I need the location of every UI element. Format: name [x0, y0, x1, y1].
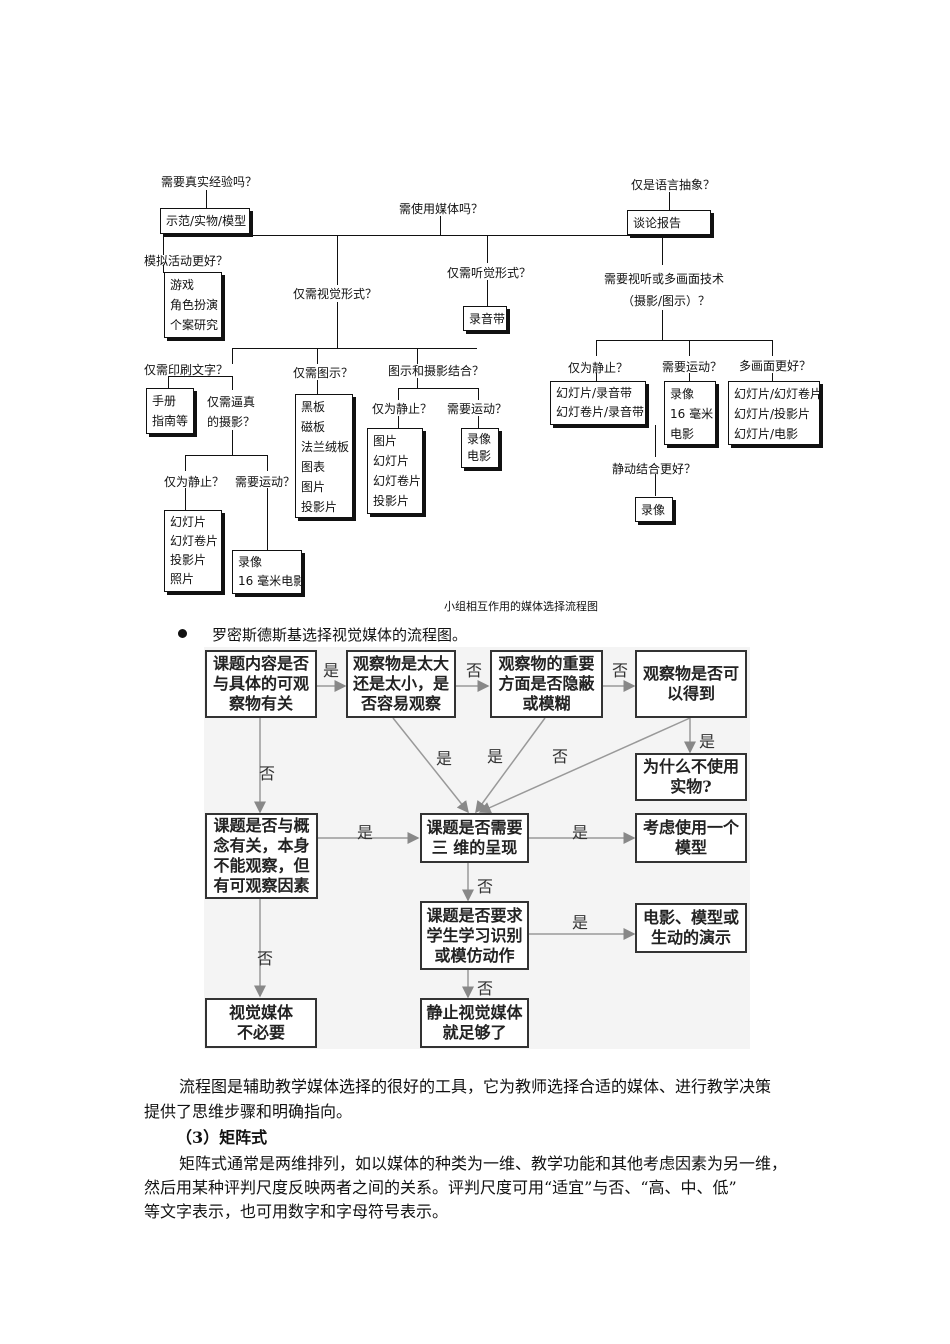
q-audiovisual: 需要视听或多画面技术 — [604, 272, 725, 286]
q-still-b: 仅为静止？ — [164, 475, 225, 489]
q-motion-c: 需要运动？ — [662, 360, 723, 374]
box-3d: 课题是否需要三 维的呈现 — [420, 813, 529, 863]
box-motion-a: 录像电影 — [461, 428, 499, 468]
q-simulation: 模拟活动更好？ — [144, 254, 229, 268]
paragraph-1-line-2: 提供了思维步骤和明确指向。 — [144, 1102, 353, 1121]
label-yes: 是 — [572, 913, 589, 932]
box-concrete: 课题内容是否与具体的可观察物有关 — [205, 650, 317, 718]
box-hidden: 观察物的重要方面是否隐蔽或模糊 — [490, 650, 603, 718]
box-demo: 示范/实物/模型 — [160, 208, 250, 234]
box-mix: 录像 — [635, 497, 673, 522]
box-still-media: 静止视觉媒体就足够了 — [420, 998, 529, 1048]
box-imitate: 课题是否要求学生学习识别或模仿动作 — [420, 901, 529, 970]
q-diagram-only: 仅需图示？ — [293, 366, 354, 380]
bullet-dot — [178, 629, 187, 638]
label-yes: 是 — [436, 749, 453, 768]
q-still-c: 仅为静止？ — [568, 361, 629, 375]
q-realistic: 仅需逼真 — [207, 395, 256, 409]
label-no: 否 — [257, 949, 274, 968]
q-realistic-2: 的摄影？ — [207, 415, 256, 429]
label-yes: 是 — [699, 732, 716, 751]
box-why-not-real: 为什么不使用实物? — [635, 753, 747, 801]
box-tape: 录音带 — [463, 306, 507, 331]
label-no: 否 — [466, 661, 483, 680]
box-simulation: 游戏角色扮演个案研究 — [164, 272, 222, 338]
section-heading: （3）矩阵式 — [176, 1128, 268, 1147]
q-language-only: 仅是语言抽象？ — [631, 178, 716, 192]
box-talk-report: 谈论报告 — [627, 210, 711, 235]
label-yes: 是 — [572, 823, 589, 842]
box-available: 观察物是否可以得到 — [635, 650, 747, 718]
label-yes: 是 — [487, 747, 504, 766]
box-no-media: 视觉媒体不必要 — [205, 998, 317, 1048]
paragraph-1-line-1: 流程图是辅助教学媒体选择的很好的工具，它为教师选择合适的媒体、进行教学决策 — [179, 1077, 772, 1096]
bullet-text: 罗密斯德斯基选择视觉媒体的流程图。 — [212, 626, 468, 644]
q-use-media: 需使用媒体吗？ — [399, 202, 484, 216]
paragraph-2-line-1: 矩阵式通常是两维排列，如以媒体的种类为一维、教学功能和其他考虑因素为另一维， — [179, 1154, 788, 1173]
figure-caption: 小组相互作用的媒体选择流程图 — [444, 600, 598, 613]
label-no: 否 — [477, 877, 494, 896]
label-no: 否 — [259, 764, 276, 783]
box-film-model: 电影、模型或生动的演示 — [635, 903, 747, 953]
q-audio-only: 仅需听觉形式？ — [447, 266, 532, 280]
box-concept: 课题是否与概念有关，本身不能观察，但有可观察因素 — [205, 813, 318, 899]
q-audiovisual-2: （摄影/图示）？ — [622, 294, 711, 308]
box-multi-screen: 幻灯片/幻灯卷片幻灯片/投影片幻灯片/电影 — [728, 381, 822, 445]
label-yes: 是 — [323, 661, 340, 680]
label-no: 否 — [612, 661, 629, 680]
label-yes: 是 — [357, 823, 374, 842]
paragraph-2-line-3: 等文字表示，也可用数字和字母符号表示。 — [144, 1202, 449, 1221]
box-size: 观察物是太大还是太小，是否容易观察 — [346, 650, 456, 718]
q-visual-only: 仅需视觉形式？ — [293, 287, 378, 301]
box-model: 考虑使用一个模型 — [635, 813, 747, 863]
box-board: 黑板磁板法兰绒板图表图片投影片 — [295, 394, 353, 518]
paragraph-2-line-2: 然后用某种评判尺度反映两者之间的关系。评判尺度可用“适宜”与否、“高、中、低” — [144, 1178, 737, 1197]
box-still-a: 图片幻灯片幻灯卷片投影片 — [367, 428, 423, 514]
box-manual: 手册指南等 — [146, 388, 194, 434]
label-no: 否 — [552, 747, 569, 766]
q-multi-screen: 多画面更好？ — [739, 359, 812, 373]
q-motion-a: 需要运动？ — [447, 402, 508, 416]
q-still-motion: 静动结合更好？ — [612, 462, 697, 476]
q-print-text: 仅需印刷文字？ — [144, 363, 229, 377]
q-still-a: 仅为静止？ — [372, 402, 433, 416]
q-motion-b: 需要运动？ — [235, 475, 296, 489]
q-combination: 图示和摄影结合？ — [388, 364, 485, 378]
label-no: 否 — [477, 979, 494, 998]
q-real-experience: 需要真实经验吗？ — [161, 175, 258, 189]
box-still-b: 幻灯片幻灯卷片投影片照片 — [164, 510, 222, 592]
box-still-c: 幻灯片/录音带幻灯卷片/录音带 — [550, 381, 646, 425]
